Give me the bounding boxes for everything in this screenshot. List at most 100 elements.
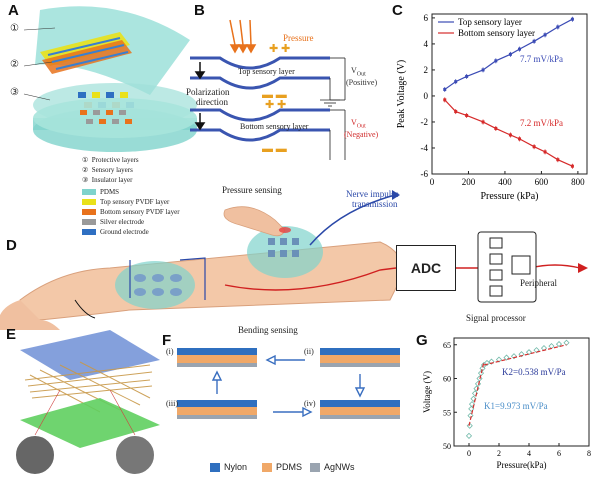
data-point: [533, 347, 540, 354]
data-point: [481, 120, 485, 124]
y-axis-label: Peak Voltage (V): [396, 60, 407, 129]
svg-text:▬ ▬: ▬ ▬: [262, 89, 287, 101]
data-point: [555, 341, 563, 348]
data-point: [454, 110, 458, 114]
bottom-layer-label: Bottom sensory layer: [240, 122, 309, 131]
nanowire-mesh: [24, 361, 153, 413]
signal-wire: [224, 267, 397, 291]
data-point: [570, 17, 574, 21]
k1-annotation: K1=9.973 mV/Pa: [484, 401, 548, 411]
fit-line-1: [468, 361, 485, 426]
panel-a-illustration: [23, 6, 197, 152]
electrode-grid-bottom: [80, 110, 132, 124]
svg-text:✚ ✚: ✚ ✚: [269, 43, 290, 55]
bottom-layer: [20, 398, 160, 448]
data-point: [468, 401, 476, 408]
vout-top-label: VOut: [351, 66, 366, 78]
plot-frame: [453, 337, 590, 447]
panel-f-diagram: [177, 348, 400, 419]
state-label-i: (i): [166, 347, 174, 356]
x-tick-label: 2: [497, 449, 501, 458]
x-tick-label: 600: [535, 177, 549, 187]
panel-letter-f: F: [162, 332, 172, 349]
pressure-sensing-label: Pressure sensing: [222, 185, 282, 195]
state-label-ii: (ii): [304, 347, 314, 356]
vout-bottom-label: VOut: [351, 118, 366, 130]
polarization-label: Polarization: [186, 87, 230, 97]
state-i: [177, 348, 257, 367]
panel-letter-g: G: [416, 332, 428, 349]
data-point: [466, 422, 473, 429]
top-layer-lower: [190, 76, 330, 90]
x-tick-label: 8: [587, 449, 591, 458]
y-tick-label: 4: [424, 39, 429, 49]
panel-b-diagram: ✚ ✚ ▬ ▬ ✚ ✚ ▬ ▬: [190, 19, 346, 160]
sem-image-left: [14, 434, 56, 476]
y-tick-label: -2: [421, 117, 429, 127]
data-point: [494, 126, 498, 130]
finger: [223, 206, 286, 237]
pressure-arrows: [229, 19, 257, 54]
data-point: [488, 358, 495, 365]
polarization-arrows: [194, 62, 206, 131]
data-point: [532, 145, 536, 149]
data-point: [503, 354, 510, 361]
data-point: [443, 87, 447, 91]
hand: [0, 300, 60, 330]
state-iv: [320, 400, 400, 419]
y-tick-label: 0: [424, 91, 429, 101]
sensory-layer: [40, 32, 132, 74]
circled-3: ③: [10, 87, 19, 98]
data-point: [481, 68, 485, 72]
transition-arrows: [211, 354, 366, 418]
y-tick-label: 65: [443, 341, 451, 350]
slope-annotation-1: 7.7 mV/kPa: [520, 54, 563, 64]
y-tick-label: 50: [443, 442, 451, 451]
data-point: [465, 113, 469, 117]
k2-annotation: K2=0.538 mV/Pa: [502, 367, 566, 377]
data-point: [518, 137, 522, 141]
data-point: [570, 164, 574, 168]
circled-2: ②: [10, 59, 19, 70]
data-point: [495, 356, 503, 363]
x-tick-label: 0: [467, 449, 471, 458]
direction-label: direction: [196, 97, 228, 107]
legend-label-1: Top sensory layer: [458, 17, 522, 27]
data-point: [508, 52, 512, 56]
y-axis-label: Voltage (V): [422, 371, 432, 413]
signal-processor-label: Signal processor: [466, 313, 526, 323]
data-point: [543, 150, 547, 154]
logic-circuit: [477, 231, 537, 303]
data-point: [454, 80, 458, 84]
data-point: [465, 432, 473, 439]
data-point: [556, 25, 560, 29]
y-tick-label: -6: [421, 169, 429, 179]
press-point: [279, 227, 291, 233]
legend-label-2: Bottom sensory layer: [458, 28, 535, 38]
y-tick-label: -4: [421, 143, 429, 153]
data-point: [483, 359, 491, 367]
data-point: [494, 59, 498, 63]
y-tick-label: 6: [424, 13, 429, 23]
x-tick-label: 6: [557, 449, 561, 458]
series-line-2: [444, 99, 573, 167]
state-ii: [320, 348, 400, 367]
svg-text:✚ ✚: ✚ ✚: [265, 99, 286, 111]
state-iii: [177, 400, 257, 419]
data-point: [518, 351, 525, 358]
data-point: [443, 98, 447, 102]
pressure-pads: [268, 238, 299, 257]
data-point: [518, 47, 522, 51]
circled-1: ①: [10, 23, 19, 34]
bending-sensing-title: Bending sensing: [238, 325, 298, 335]
peripheral-label: Peripheral: [520, 278, 557, 288]
bottom-layer-upper: [190, 108, 330, 122]
top-layer-label: Top sensory layer: [238, 67, 295, 76]
y-tick-label: 2: [424, 65, 429, 75]
plot-frame: [431, 13, 588, 175]
x-axis-label: Pressure(kPa): [497, 460, 547, 470]
x-axis-label: Pressure (kPa): [480, 191, 538, 202]
